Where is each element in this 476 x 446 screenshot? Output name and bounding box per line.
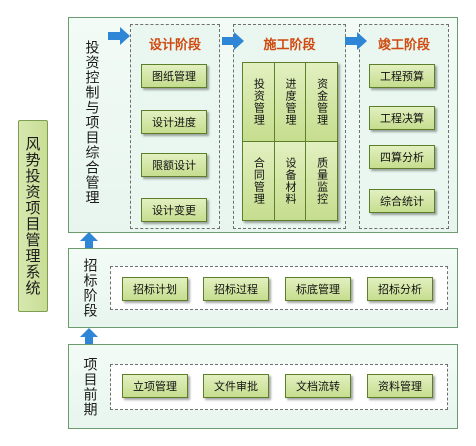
arrow-up-icon (80, 232, 98, 249)
preproject-panel-label: 项目前期 (81, 357, 98, 417)
btn-project-budget[interactable]: 工程预算 (369, 64, 435, 88)
btn-document-flow[interactable]: 文档流转 (285, 374, 351, 398)
btn-drawing-management[interactable]: 图纸管理 (141, 64, 207, 88)
cell-contract-management[interactable]: 合同管理 (243, 142, 274, 220)
cell-fund-management[interactable]: 资金管理 (306, 63, 337, 141)
btn-design-change[interactable]: 设计变更 (141, 198, 207, 222)
arrow-right-icon (345, 32, 367, 50)
cell-progress-management[interactable]: 进度管理 (274, 63, 306, 141)
btn-comprehensive-statistics[interactable]: 综合统计 (369, 189, 435, 213)
investment-panel-label: 投资控制与项目综合管理 (83, 39, 100, 205)
construction-phase-title: 施工阶段 (263, 38, 316, 53)
btn-bidding-process[interactable]: 招标过程 (203, 277, 269, 301)
btn-limit-design[interactable]: 限额设计 (141, 153, 207, 177)
btn-data-management[interactable]: 资料管理 (367, 374, 433, 398)
arrow-right-icon (108, 27, 130, 45)
btn-document-approval[interactable]: 文件审批 (203, 374, 269, 398)
construction-grid: 投资管理 进度管理 资金管理 合同管理 设备材料 质量监控 (242, 62, 338, 221)
system-label: 风势投资项目管理系统 (18, 120, 48, 312)
btn-project-approval[interactable]: 立项管理 (122, 374, 188, 398)
completion-phase-title: 竣工阶段 (377, 38, 430, 53)
btn-four-budget-analysis[interactable]: 四算分析 (369, 145, 435, 169)
btn-final-accounts[interactable]: 工程决算 (369, 106, 435, 130)
btn-design-progress[interactable]: 设计进度 (141, 110, 207, 134)
bidding-panel-label: 招标阶段 (81, 258, 98, 318)
btn-base-price-management[interactable]: 标底管理 (285, 277, 351, 301)
arrow-right-icon (222, 32, 244, 50)
cell-equipment-materials[interactable]: 设备材料 (274, 142, 306, 220)
cell-investment-management[interactable]: 投资管理 (243, 63, 274, 141)
btn-bidding-plan[interactable]: 招标计划 (122, 277, 188, 301)
btn-bidding-analysis[interactable]: 招标分析 (367, 277, 433, 301)
cell-quality-monitoring[interactable]: 质量监控 (306, 142, 337, 220)
design-phase-title: 设计阶段 (148, 38, 201, 53)
arrow-up-icon (80, 328, 98, 345)
